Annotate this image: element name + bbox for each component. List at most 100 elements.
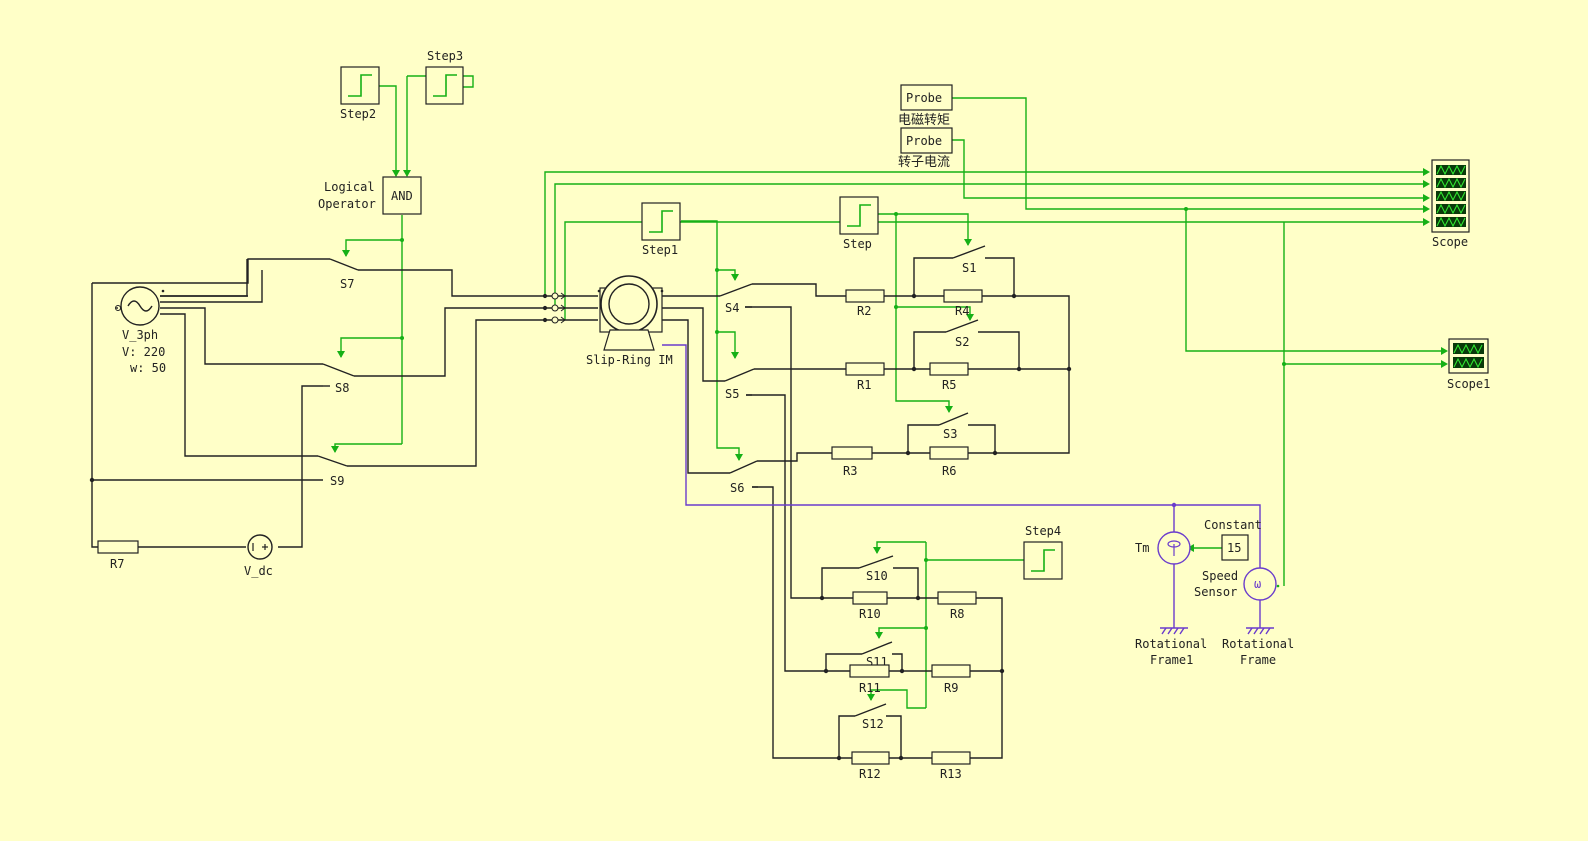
speed-sensor[interactable]: ω: [1243, 567, 1280, 601]
three-phase-source[interactable]: [115, 286, 165, 326]
step1-label: Step1: [642, 243, 678, 257]
switch-s5[interactable]: [724, 368, 755, 396]
step-label: Step: [843, 237, 872, 251]
resistor-r5[interactable]: [929, 362, 969, 376]
omega-icon: ω: [1254, 577, 1261, 591]
probe-rotor-current[interactable]: Probe: [900, 127, 953, 154]
resistor-r6[interactable]: [929, 446, 969, 460]
step3-label: Step3: [427, 49, 463, 63]
scope-label: Scope: [1432, 235, 1468, 249]
logical-operator-label-1: Logical: [324, 180, 375, 194]
r2-label: R2: [857, 304, 871, 318]
motor-label: Slip-Ring IM: [586, 353, 673, 367]
s5-label: S5: [725, 387, 739, 401]
resistor-r8[interactable]: [937, 591, 977, 605]
s9-label: S9: [330, 474, 344, 488]
r7-label: R7: [110, 557, 124, 571]
resistor-r7[interactable]: [97, 540, 139, 554]
switch-s11[interactable]: [861, 641, 893, 655]
dc-source[interactable]: [247, 534, 273, 560]
torque-source[interactable]: [1157, 531, 1191, 565]
switch-s4[interactable]: [719, 283, 753, 308]
and-block[interactable]: AND: [382, 176, 422, 215]
constant-value: 15: [1227, 541, 1241, 555]
constant-block[interactable]: 15: [1221, 534, 1249, 561]
constant-label: Constant: [1204, 518, 1262, 532]
electrical-wires: [91, 257, 1070, 759]
motor-terminals: [542, 292, 566, 324]
resistor-r2[interactable]: [845, 289, 885, 303]
step1-block[interactable]: [641, 202, 681, 241]
s8-label: S8: [335, 381, 349, 395]
resistor-r10[interactable]: [852, 591, 888, 605]
mechanical-wires: [662, 344, 1261, 628]
probe-torque[interactable]: Probe: [900, 84, 953, 111]
switch-s9[interactable]: [317, 455, 348, 467]
signal-arrowheads: [331, 168, 1448, 701]
step-block[interactable]: [839, 196, 879, 235]
switch-s10[interactable]: [858, 555, 894, 569]
slip-ring-motor[interactable]: [597, 275, 664, 351]
probe1-name: 电磁转矩: [898, 113, 950, 128]
resistor-r9[interactable]: [931, 664, 971, 678]
r6-label: R6: [942, 464, 956, 478]
s1-label: S1: [962, 261, 976, 275]
electrical-junctions: [89, 293, 1072, 761]
rotational-frame1[interactable]: [1160, 627, 1188, 635]
s12-label: S12: [862, 717, 884, 731]
r11-label: R11: [859, 681, 881, 695]
step4-block[interactable]: [1023, 541, 1063, 580]
r1-label: R1: [857, 378, 871, 392]
probe2-text: Probe: [906, 134, 942, 148]
switch-s1[interactable]: [952, 245, 986, 259]
scope1-label: Scope1: [1447, 377, 1490, 391]
resistor-r3[interactable]: [831, 446, 873, 460]
switch-s8[interactable]: [322, 363, 355, 387]
s6-label: S6: [730, 481, 744, 495]
resistor-r12[interactable]: [851, 751, 890, 765]
r10-label: R10: [859, 607, 881, 621]
probe1-text: Probe: [906, 91, 942, 105]
scope1-block[interactable]: [1448, 338, 1489, 374]
r5-label: R5: [942, 378, 956, 392]
step2-block[interactable]: [340, 66, 380, 105]
speed-sensor-label-1: Speed: [1202, 569, 1238, 583]
step4-label: Step4: [1025, 524, 1061, 538]
r4-label: R4: [955, 304, 969, 318]
signal-wires: [334, 75, 1446, 709]
r12-label: R12: [859, 767, 881, 781]
resistor-r1[interactable]: [845, 362, 885, 376]
step3-block[interactable]: [425, 66, 464, 105]
switch-s12[interactable]: [854, 703, 887, 717]
switch-s6[interactable]: [729, 460, 758, 488]
probe2-name: 转子电流: [898, 155, 950, 170]
vsrc-frequency: w: 50: [130, 361, 166, 375]
r13-label: R13: [940, 767, 962, 781]
r3-label: R3: [843, 464, 857, 478]
speed-sensor-label-2: Sensor: [1194, 585, 1237, 599]
vsrc-name: V_3ph: [122, 328, 158, 342]
r9-label: R9: [944, 681, 958, 695]
scope-block[interactable]: [1431, 159, 1470, 233]
rot-frame1-label-1: Rotational: [1135, 637, 1207, 651]
s3-label: S3: [943, 427, 957, 441]
s4-label: S4: [725, 301, 739, 315]
switch-s7[interactable]: [329, 258, 359, 271]
rot-frame-label-2: Frame: [1240, 653, 1276, 667]
vdc-label: V_dc: [244, 564, 273, 578]
s7-label: S7: [340, 277, 354, 291]
switch-s3[interactable]: [938, 412, 969, 426]
step2-label: Step2: [340, 107, 376, 121]
vsrc-voltage: V: 220: [122, 345, 165, 359]
resistor-r11[interactable]: [849, 664, 890, 678]
resistor-r13[interactable]: [931, 751, 971, 765]
r8-label: R8: [950, 607, 964, 621]
rotational-frame[interactable]: [1246, 627, 1274, 635]
resistor-r4[interactable]: [943, 289, 983, 303]
s2-label: S2: [955, 335, 969, 349]
rot-frame1-label-2: Frame1: [1150, 653, 1193, 667]
logical-operator-label-2: Operator: [318, 197, 376, 211]
switch-s2[interactable]: [945, 319, 979, 333]
rot-frame-label-1: Rotational: [1222, 637, 1294, 651]
